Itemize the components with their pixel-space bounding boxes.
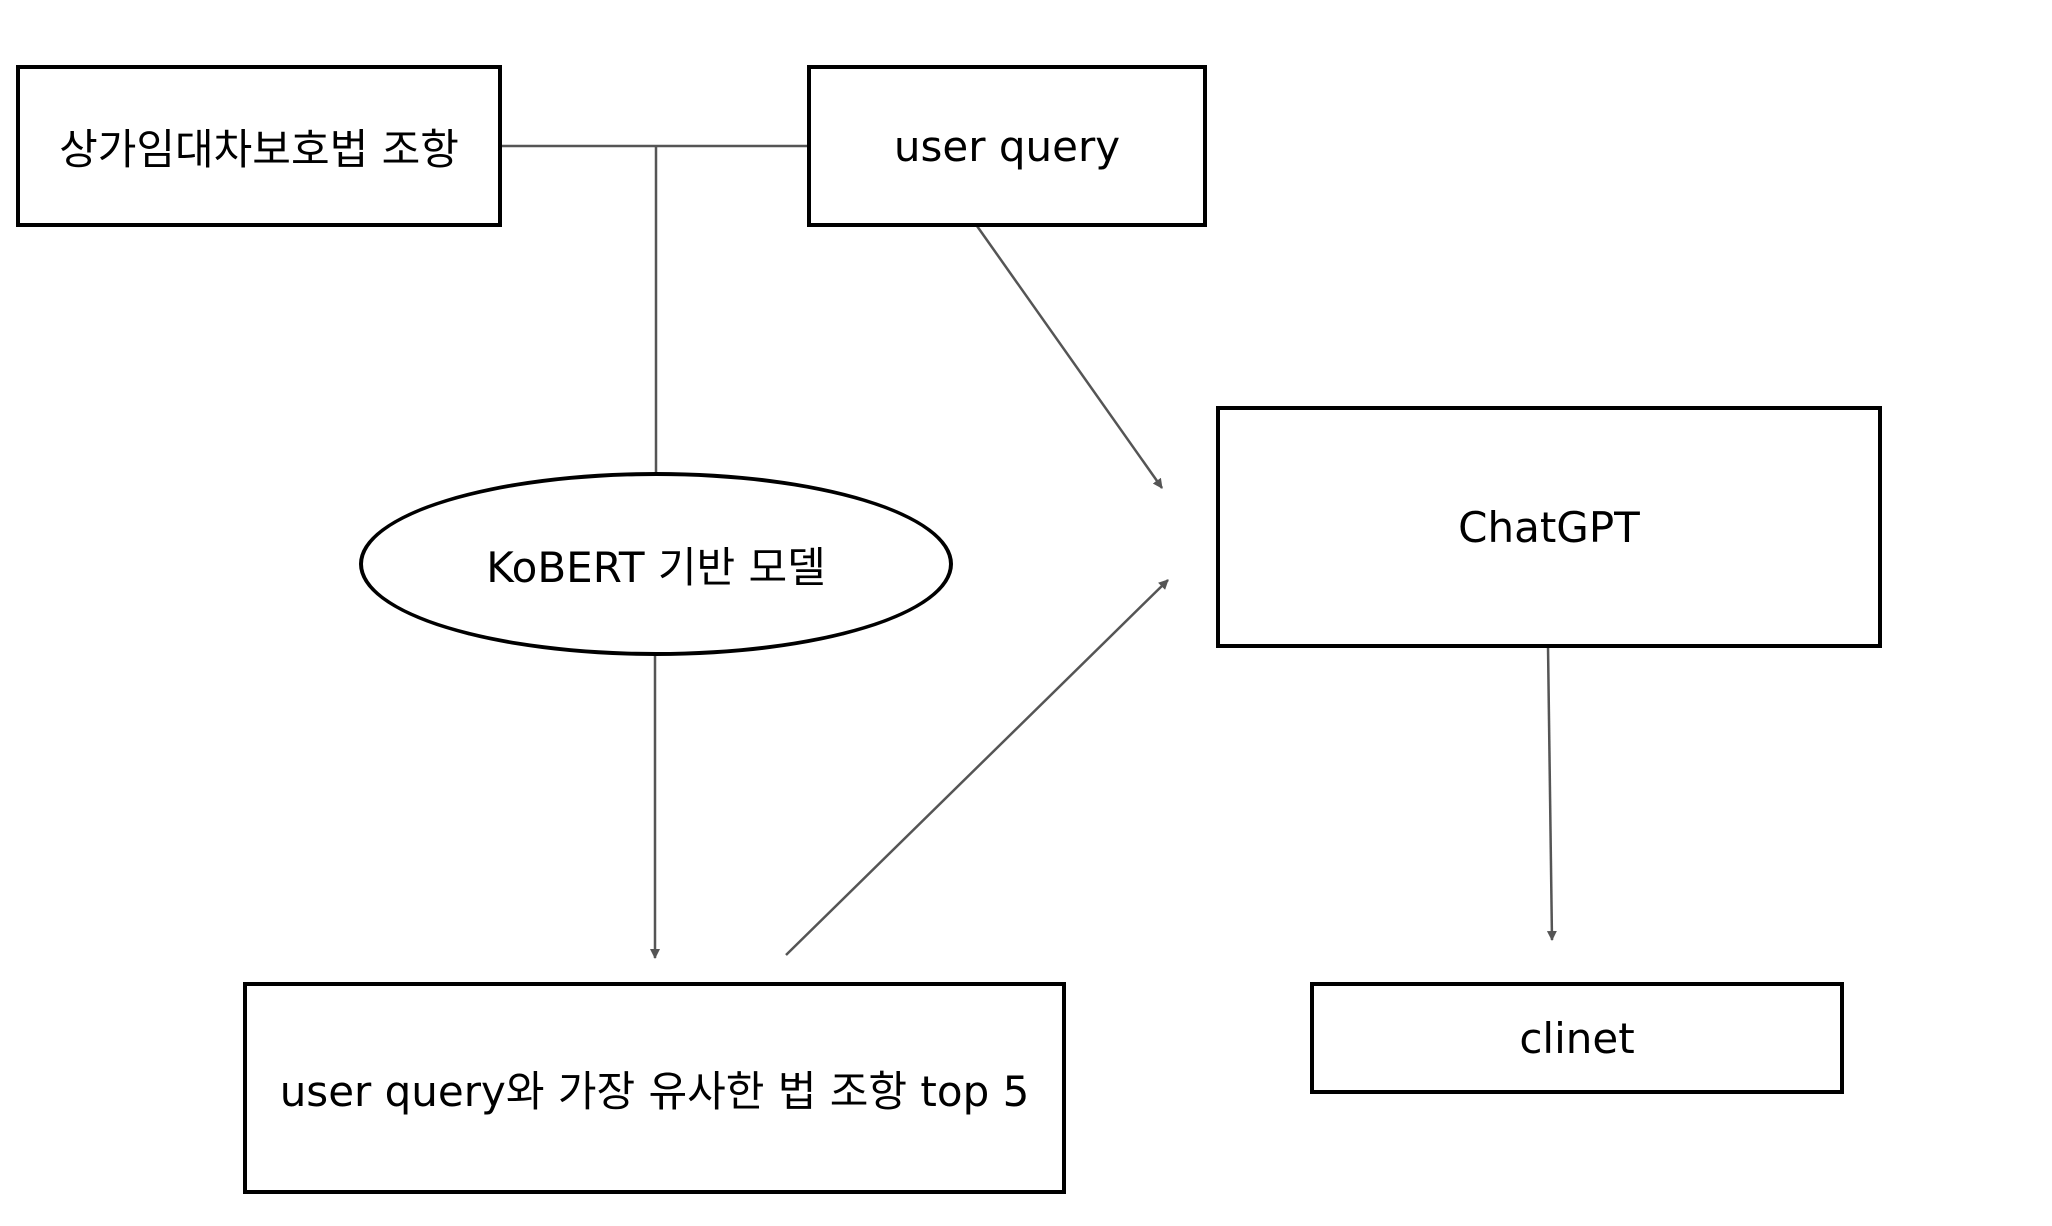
node-top5: user query와 가장 유사한 법 조항 top 5 [243, 982, 1066, 1194]
node-law-articles-label: 상가임대차보호법 조항 [59, 124, 459, 174]
edge-chatgpt-to-client [1546, 645, 1557, 941]
node-client-label: clinet [1519, 1013, 1635, 1063]
node-user-query: user query [807, 65, 1207, 227]
node-user-query-label: user query [893, 121, 1121, 171]
node-client: clinet [1310, 982, 1844, 1094]
node-chatgpt-label: ChatGPT [1458, 502, 1640, 552]
node-top5-label: user query와 가장 유사한 법 조항 top 5 [279, 1066, 1030, 1116]
node-law-articles: 상가임대차보호법 조항 [16, 65, 502, 227]
edge-top5-to-chatgpt [785, 579, 1169, 956]
node-kobert-model-label: KoBERT 기반 모델 [486, 542, 826, 592]
node-chatgpt: ChatGPT [1216, 406, 1882, 648]
node-kobert-model: KoBERT 기반 모델 [359, 472, 953, 656]
edge-user-query-to-chatgpt [975, 225, 1164, 489]
